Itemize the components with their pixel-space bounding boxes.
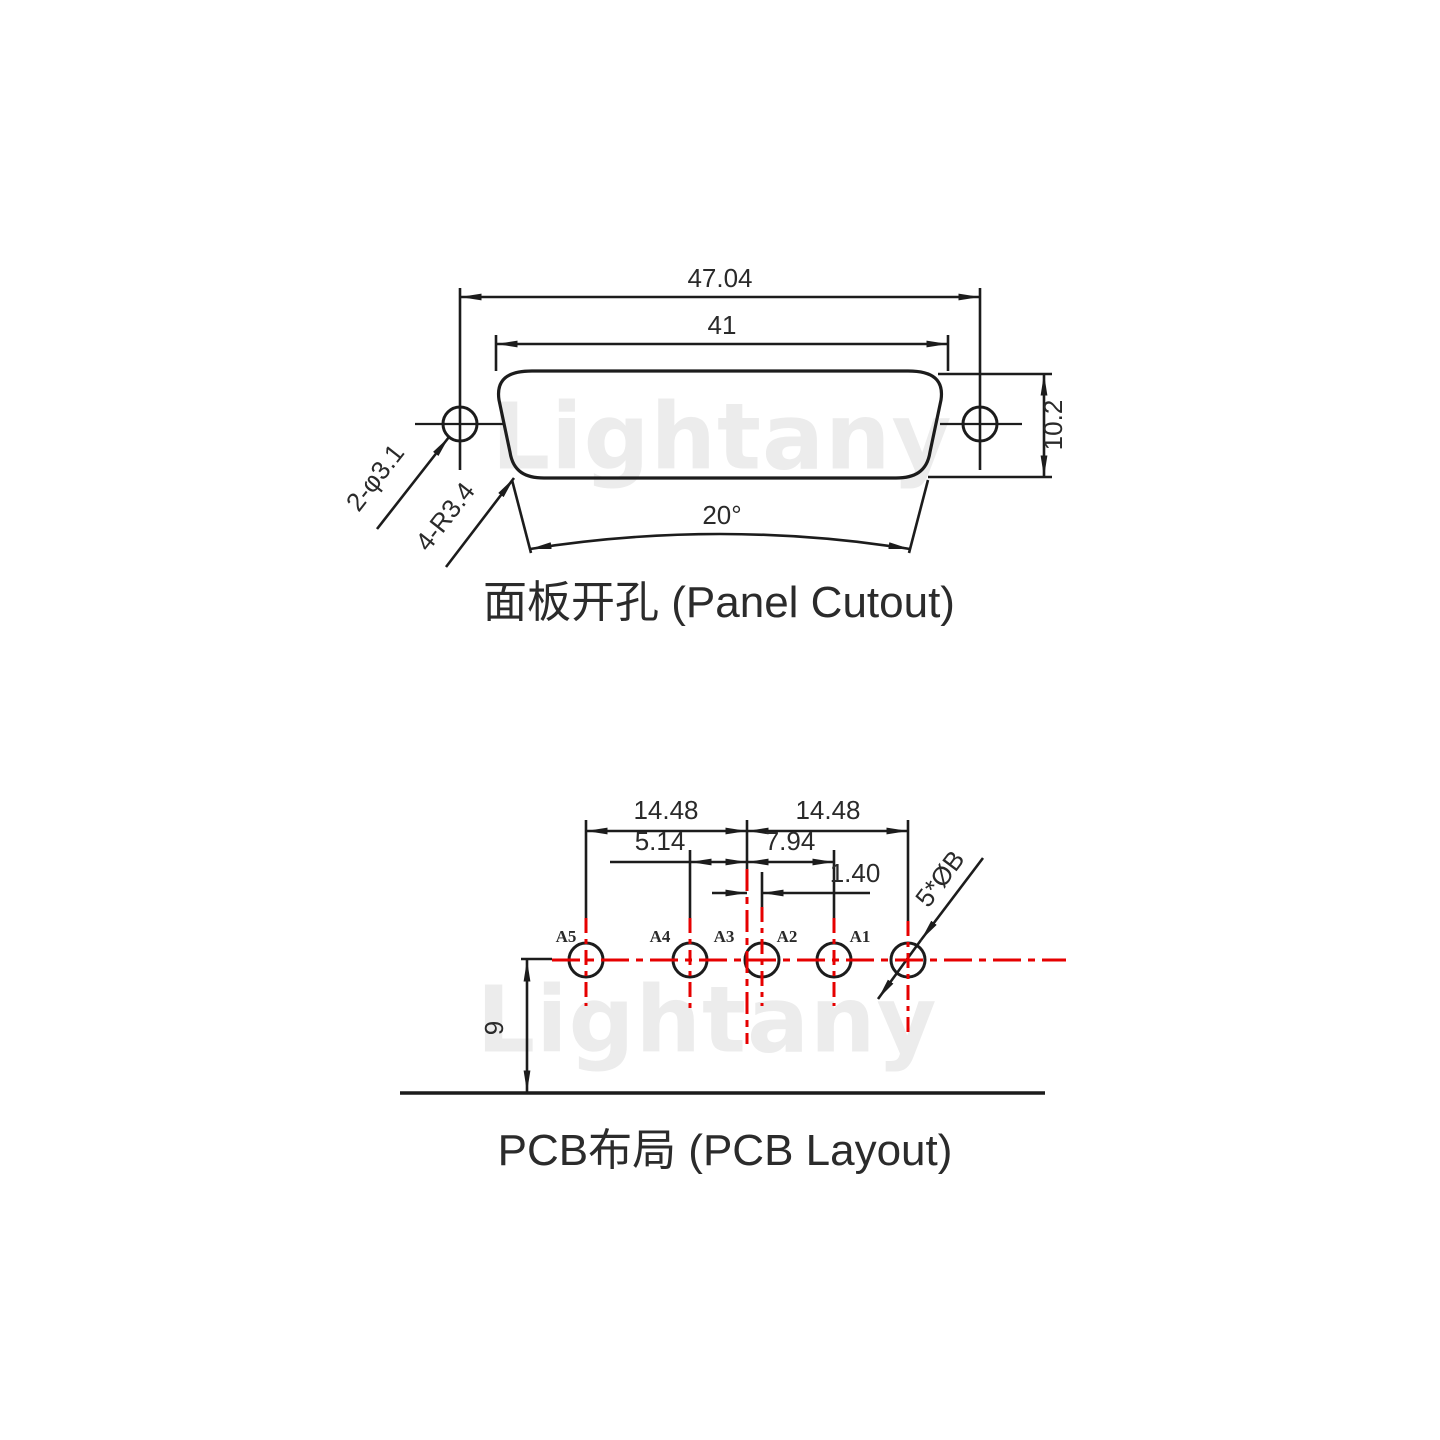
leader-corner-radius [444, 477, 516, 568]
panel-cutout-drawing [375, 288, 1052, 568]
pcb-layout-title: PCB布局 (PCB Layout) [498, 1126, 953, 1175]
dim-inner-value: 41 [708, 310, 737, 340]
dim-angle-value: 20° [702, 500, 741, 530]
note-mount-holes: 2-φ3.1 [340, 438, 411, 516]
leader-mount-holes [375, 436, 451, 530]
pad-label-a3: A3 [714, 927, 735, 946]
pcb-centerlines [552, 869, 1066, 1044]
panel-cutout-title: 面板开孔 (Panel Cutout) [483, 578, 955, 627]
pad-label-a2: A2 [777, 927, 798, 946]
dim-pitch-right-value: 14.48 [795, 795, 860, 825]
angle-ext-left [510, 479, 533, 554]
angle-arc [529, 532, 911, 551]
note-holes-value: 5*ØB [909, 845, 970, 913]
watermark-logo-bottom: Lightany [476, 966, 938, 1074]
dim-row-height-value: 9 [479, 1021, 509, 1035]
dim-pitch-left-value: 14.48 [633, 795, 698, 825]
panel-cutout-texts: 47.04 41 10.2 20° 2-φ3.1 4-R3.4 面板开孔 (Pa… [340, 263, 1068, 627]
dim-outer-value: 47.04 [687, 263, 752, 293]
leader-hole-dia-lower [876, 939, 923, 1000]
pcb-layout-texts: 14.48 14.48 5.14 7.94 1.40 5*ØB 9 A5 A4 … [479, 795, 970, 1175]
pad-label-a1: A1 [850, 927, 871, 946]
panel-cutout-outline [496, 369, 944, 480]
dim-height-value: 10.2 [1038, 400, 1068, 451]
dim-a2-offset-value: 7.94 [765, 826, 816, 856]
note-corner-radius: 4-R3.4 [409, 476, 481, 556]
leader-hole-dia-upper [919, 857, 985, 941]
dim-a3-offset-value: 1.40 [830, 858, 881, 888]
pad-label-a4: A4 [650, 927, 671, 946]
angle-ext-right [907, 479, 930, 554]
dim-a4-offset-value: 5.14 [635, 826, 686, 856]
pad-label-a5: A5 [556, 927, 577, 946]
watermark-logo-top: Lightany [491, 383, 953, 491]
